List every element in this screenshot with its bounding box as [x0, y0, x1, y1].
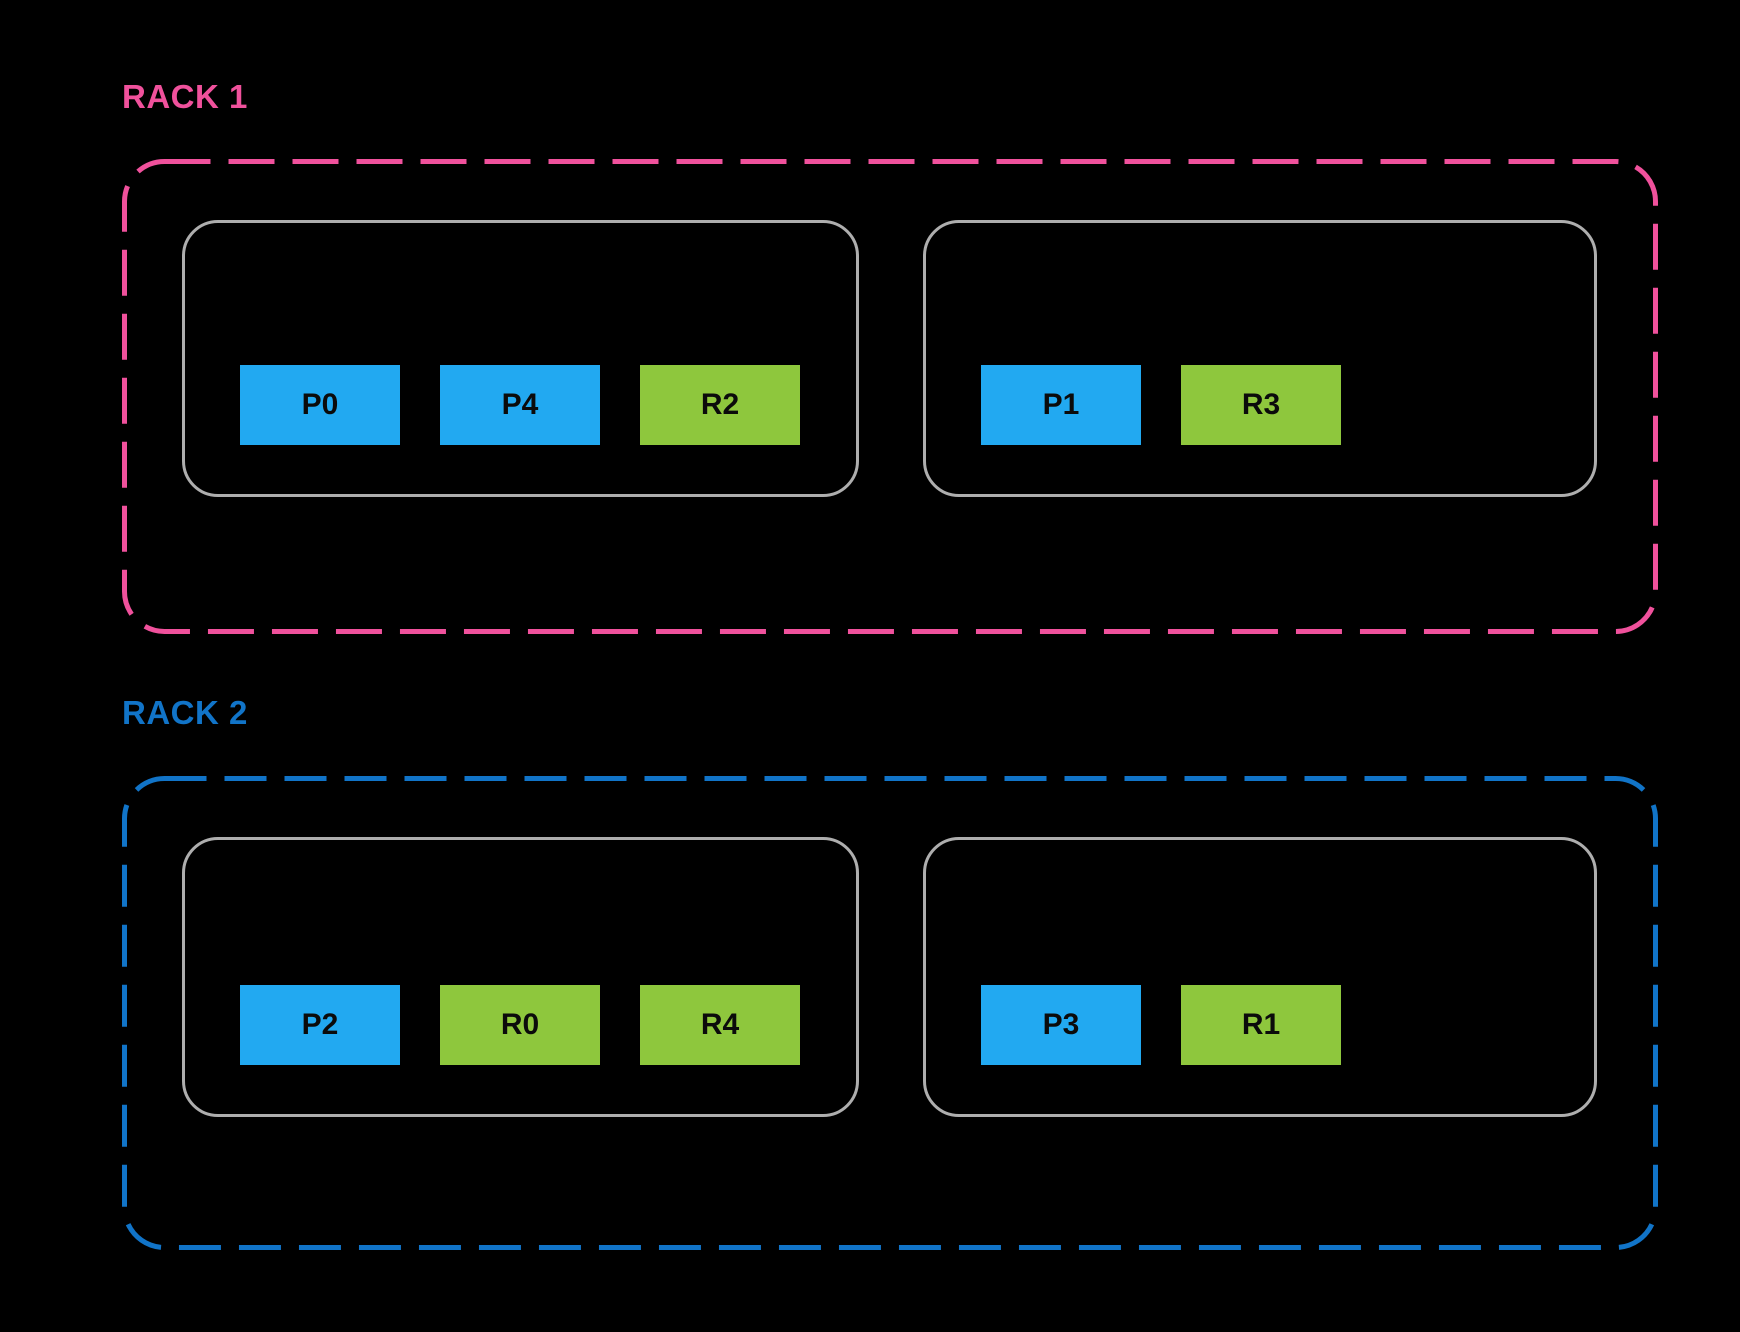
chip-p4: P4 [440, 365, 600, 445]
chip-p0: P0 [240, 365, 400, 445]
chip-r2: R2 [640, 365, 800, 445]
rack-1-host-2: P1 R3 [923, 220, 1597, 497]
chip-r4: R4 [640, 985, 800, 1065]
rack-1-host-1-chip-row: P0 P4 R2 [240, 365, 800, 445]
chip-r1: R1 [1181, 985, 1341, 1065]
rack-1-host-1: P0 P4 R2 [182, 220, 859, 497]
rack-1-host-2-chip-row: P1 R3 [981, 365, 1341, 445]
rack-2-label: RACK 2 [122, 694, 248, 731]
rack-1-label: RACK 1 [122, 78, 248, 115]
chip-r0: R0 [440, 985, 600, 1065]
rack-2-host-2: P3 R1 [923, 837, 1597, 1117]
rack-2-host-1: P2 R0 R4 [182, 837, 859, 1117]
rack-1-dashed-border-rect [122, 159, 1658, 634]
rack-1-dashed-outline [122, 159, 1658, 634]
chip-p3: P3 [981, 985, 1141, 1065]
rack-2-dashed-border-rect [122, 776, 1658, 1250]
rack-2-host-1-chip-row: P2 R0 R4 [240, 985, 800, 1065]
chip-p1: P1 [981, 365, 1141, 445]
rack-2-host-2-chip-row: P3 R1 [981, 985, 1341, 1065]
rack-2-dashed-outline [122, 776, 1658, 1250]
chip-p2: P2 [240, 985, 400, 1065]
chip-r3: R3 [1181, 365, 1341, 445]
